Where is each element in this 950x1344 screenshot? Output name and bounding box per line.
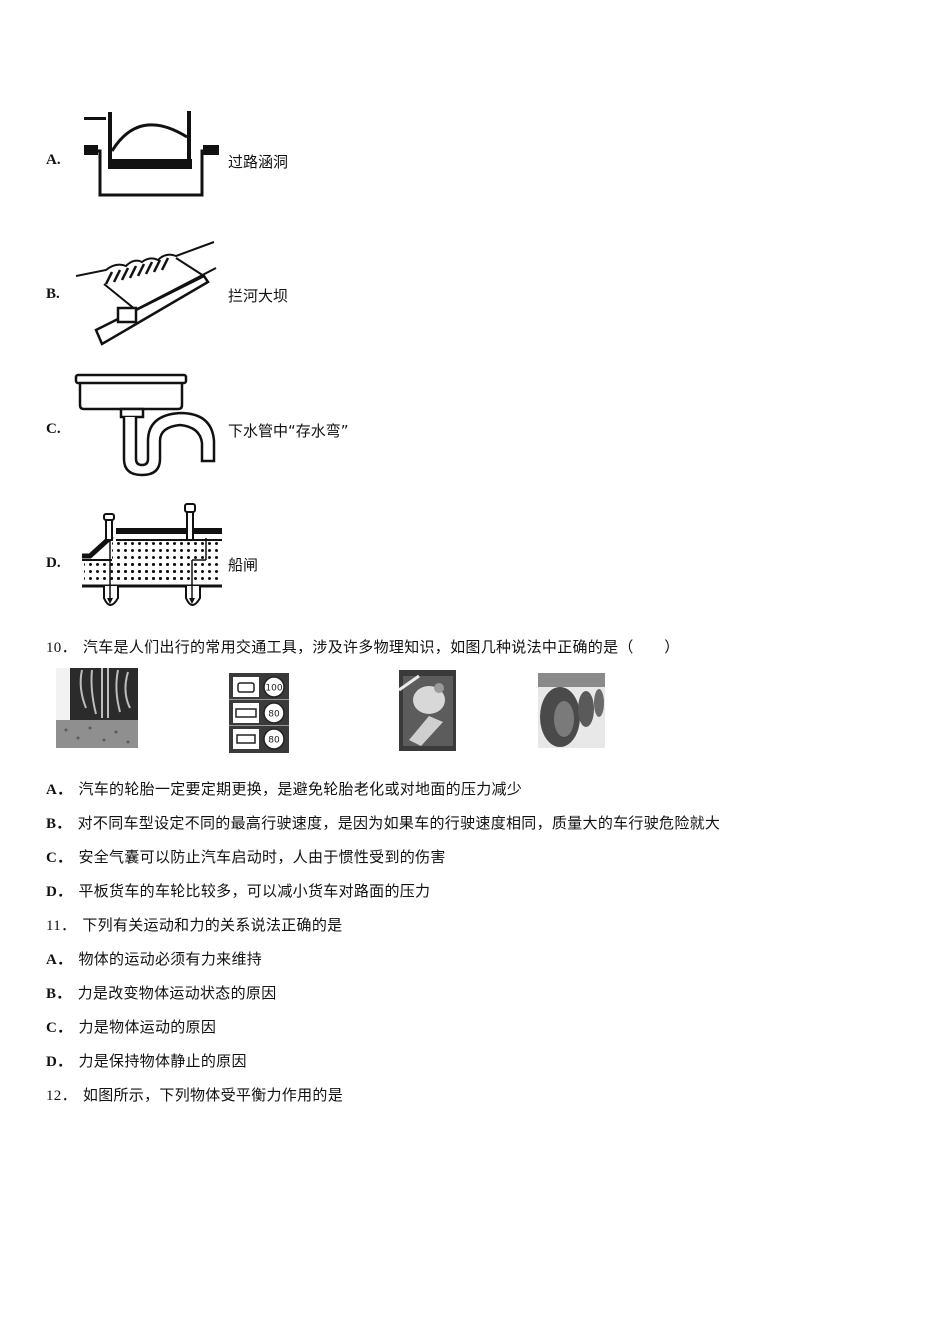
- truck-wheels-photo: [538, 673, 605, 748]
- option-b-label: B.: [46, 286, 60, 302]
- question-text: 如图所示，下列物体受平衡力作用的是: [82, 1086, 344, 1104]
- culvert-diagram: [84, 107, 224, 201]
- option-text: 对不同车型设定不同的最高行驶速度，是因为如果车的行驶速度相同，质量大的车行驶危险…: [77, 814, 721, 832]
- option-d-label: D.: [46, 555, 61, 571]
- question-11-option-d[interactable]: D． 力是保持物体静止的原因: [46, 1051, 247, 1072]
- airbag-photo: [399, 670, 456, 751]
- option-c-label: C.: [46, 421, 61, 437]
- tire-tread-photo: [56, 668, 138, 748]
- ship-lock-diagram: [80, 498, 222, 616]
- option-text: 力是改变物体运动状态的原因: [77, 984, 277, 1002]
- speed-limit-bus: 80: [268, 710, 280, 720]
- speed-limit-car: 100: [265, 684, 282, 694]
- option-letter: A．: [46, 952, 73, 968]
- speed-limit-sign: 100 80 80: [229, 673, 289, 753]
- question-text: 下列有关运动和力的关系说法正确的是: [82, 916, 343, 934]
- speed-limit-truck: 80: [268, 736, 280, 746]
- dam-diagram: [76, 238, 220, 350]
- option-text: 安全气囊可以防止汽车启动时，人由于惯性受到的伤害: [78, 848, 446, 866]
- question-11-option-c[interactable]: C． 力是物体运动的原因: [46, 1017, 216, 1038]
- option-text: 汽车的轮胎一定要定期更换，是避免轮胎老化或对地面的压力减少: [78, 780, 523, 798]
- option-letter: A．: [46, 782, 73, 798]
- question-10-option-b[interactable]: B． 对不同车型设定不同的最高行驶速度，是因为如果车的行驶速度相同，质量大的车行驶…: [46, 813, 720, 834]
- option-b-caption: 拦河大坝: [228, 287, 289, 305]
- question-text: 汽车是人们出行的常用交通工具，涉及许多物理知识，如图几种说法中正确的是（ ）: [82, 638, 680, 656]
- option-letter: B．: [46, 816, 72, 832]
- option-text: 力是物体运动的原因: [78, 1018, 217, 1036]
- option-a-caption: 过路涵洞: [228, 153, 289, 171]
- option-text: 力是保持物体静止的原因: [78, 1052, 247, 1070]
- question-11-option-b[interactable]: B． 力是改变物体运动状态的原因: [46, 983, 277, 1004]
- option-c-caption: 下水管中“存水弯”: [228, 422, 349, 440]
- option-text: 平板货车的车轮比较多，可以减小货车对路面的压力: [78, 882, 431, 900]
- sink-trap-diagram: [74, 371, 222, 479]
- question-12-stem: 12． 如图所示，下列物体受平衡力作用的是: [46, 1085, 343, 1106]
- option-letter: B．: [46, 986, 72, 1002]
- question-10-option-d[interactable]: D． 平板货车的车轮比较多，可以减小货车对路面的压力: [46, 881, 430, 902]
- option-letter: D．: [46, 1054, 73, 1070]
- option-text: 物体的运动必须有力来维持: [78, 950, 263, 968]
- option-d-caption: 船闸: [228, 556, 259, 574]
- question-10-stem: 10． 汽车是人们出行的常用交通工具，涉及许多物理知识，如图几种说法中正确的是（ …: [46, 637, 680, 658]
- question-10-option-c[interactable]: C． 安全气囊可以防止汽车启动时，人由于惯性受到的伤害: [46, 847, 446, 868]
- option-letter: C．: [46, 1020, 73, 1036]
- question-number: 10．: [46, 640, 77, 656]
- question-11-stem: 11． 下列有关运动和力的关系说法正确的是: [46, 915, 342, 936]
- question-11-option-a[interactable]: A． 物体的运动必须有力来维持: [46, 949, 262, 970]
- question-number: 12．: [46, 1088, 77, 1104]
- option-letter: C．: [46, 850, 73, 866]
- question-10-option-a[interactable]: A． 汽车的轮胎一定要定期更换，是避免轮胎老化或对地面的压力减少: [46, 779, 522, 800]
- option-letter: D．: [46, 884, 73, 900]
- option-a-label: A.: [46, 152, 61, 168]
- question-number: 11．: [46, 918, 77, 934]
